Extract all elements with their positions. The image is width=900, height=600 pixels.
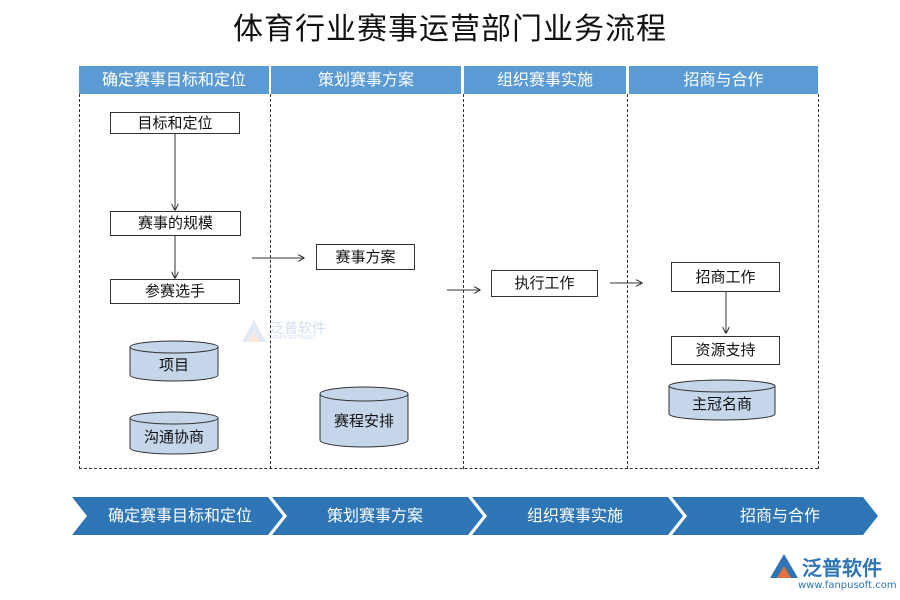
chevron-stage-2 bbox=[272, 497, 483, 535]
chevron-stage-1 bbox=[72, 497, 283, 535]
lane-bottom-border bbox=[79, 468, 818, 469]
lane-divider bbox=[79, 94, 80, 469]
brand-name: 泛普软件 bbox=[802, 556, 882, 580]
cylinder-icon bbox=[319, 386, 409, 448]
fanpu-logo-icon bbox=[770, 554, 798, 578]
cylinder-icon bbox=[129, 411, 219, 455]
lane-header-execute: 组织赛事实施 bbox=[464, 66, 626, 94]
watermark-sub: FANPU SOFTWARE bbox=[270, 335, 316, 341]
stage-label-1: 确定赛事目标和定位 bbox=[107, 506, 252, 525]
lane-divider bbox=[270, 94, 271, 469]
lane-divider bbox=[463, 94, 464, 469]
node-communication: 沟通协商 bbox=[129, 411, 219, 455]
node-plan: 赛事方案 bbox=[316, 244, 415, 270]
cylinder-icon bbox=[129, 340, 219, 382]
node-schedule-label: 赛程安排 bbox=[333, 411, 394, 430]
node-naming-label: 主冠名商 bbox=[691, 394, 752, 413]
fanpu-logo-icon bbox=[242, 320, 266, 342]
node-execute: 执行工作 bbox=[491, 270, 598, 297]
lane-header-goal: 确定赛事目标和定位 bbox=[79, 66, 269, 94]
node-projects: 项目 bbox=[129, 340, 219, 382]
node-goal: 目标和定位 bbox=[110, 112, 240, 134]
stage-label-4: 招商与合作 bbox=[739, 506, 820, 525]
brand-url: www.fanpusoft.com bbox=[798, 580, 897, 591]
node-schedule: 赛程安排 bbox=[319, 386, 409, 448]
lane-header-sponsor: 招商与合作 bbox=[629, 66, 818, 94]
node-scale: 赛事的规模 bbox=[110, 211, 241, 236]
brand-logo: 泛普软件 www.fanpusoft.com bbox=[768, 552, 897, 591]
cylinder-icon bbox=[668, 379, 776, 421]
chevron-stage-4 bbox=[672, 497, 878, 535]
stage-label-3: 组织赛事实施 bbox=[526, 506, 623, 525]
node-sponsorship: 招商工作 bbox=[671, 262, 780, 292]
watermark-logo: 泛普软件 FANPU SOFTWARE bbox=[240, 318, 326, 348]
node-naming: 主冠名商 bbox=[668, 379, 776, 421]
watermark-name: 泛普软件 bbox=[270, 321, 326, 337]
node-athletes: 参赛选手 bbox=[110, 279, 240, 304]
node-communication-label: 沟通协商 bbox=[143, 427, 204, 446]
lane-divider bbox=[627, 94, 628, 469]
lane-header-plan: 策划赛事方案 bbox=[271, 66, 461, 94]
node-resources: 资源支持 bbox=[671, 336, 780, 365]
lane-divider bbox=[818, 94, 819, 469]
chevron-stage-3 bbox=[472, 497, 683, 535]
node-projects-label: 项目 bbox=[158, 355, 189, 374]
stage-label-2: 策划赛事方案 bbox=[326, 506, 423, 525]
page-title: 体育行业赛事运营部门业务流程 bbox=[233, 12, 667, 47]
